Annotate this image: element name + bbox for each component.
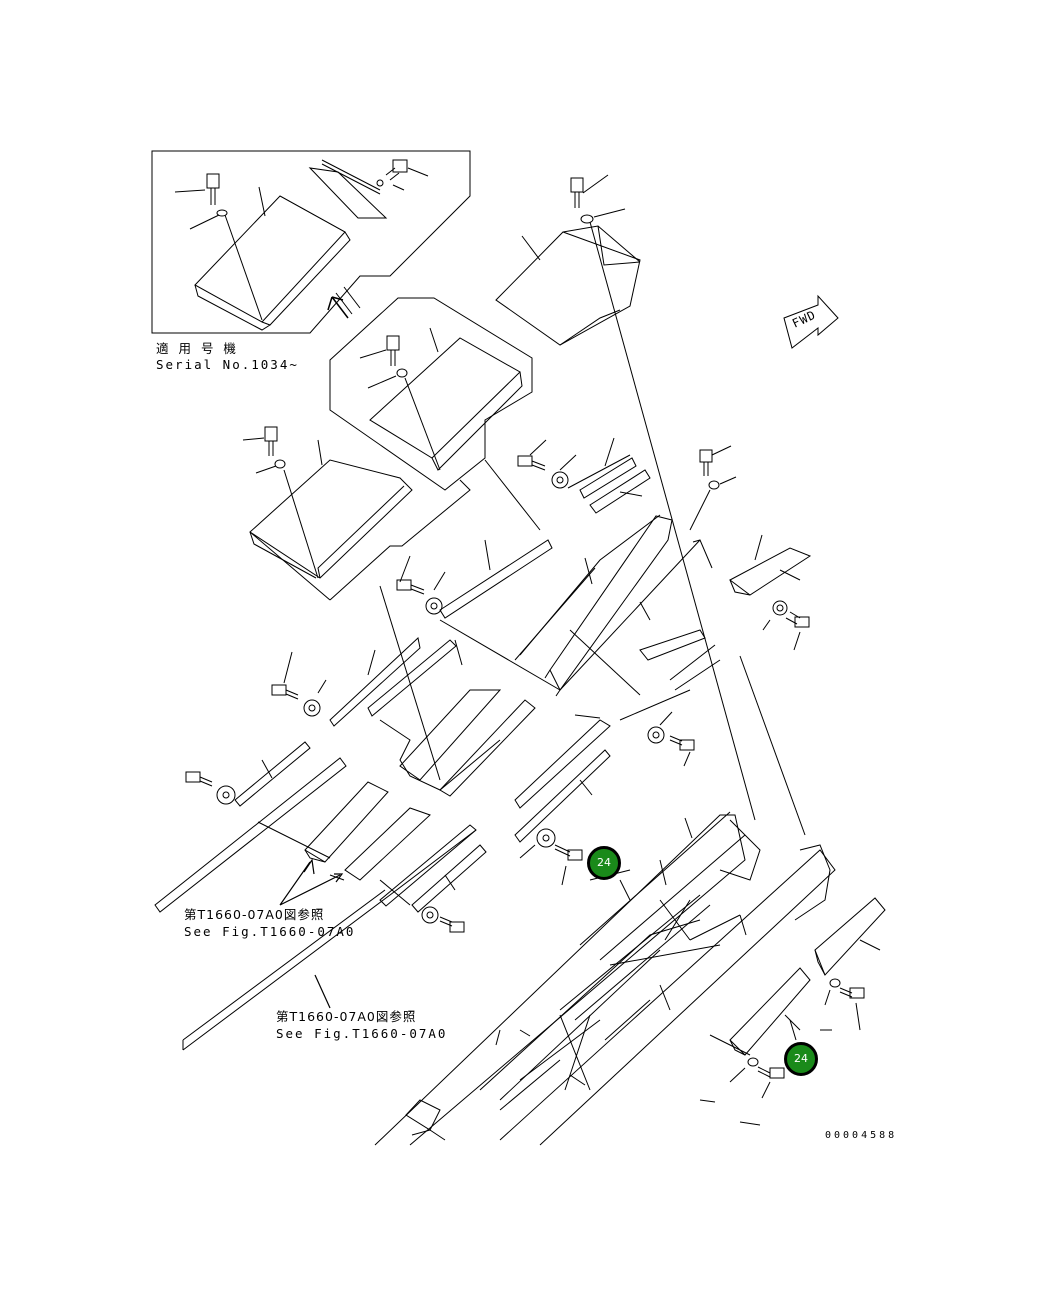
- upper-cover: [495, 174, 756, 821]
- left-rail-group: [271, 637, 536, 797]
- middle-cover: [329, 297, 533, 491]
- reference-label-en-2: See Fig.T1660-07A0: [276, 1026, 448, 1041]
- part-callout-24-lower[interactable]: 24: [784, 1042, 818, 1076]
- center-bolt-group: [519, 828, 583, 886]
- right-middle-parts: [514, 629, 721, 843]
- lower-left-strips: [154, 741, 487, 1051]
- upper-middle-brackets: [517, 437, 651, 514]
- right-brackets: [689, 445, 812, 836]
- stepped-outline: [329, 459, 541, 781]
- inset-frame: [151, 150, 471, 334]
- applicable-serial-jp-label: 適 用 号 機: [156, 341, 239, 356]
- reference-label-jp-2: 第T1660-07A0図参照: [276, 1009, 417, 1024]
- left-cover: [242, 426, 413, 601]
- inset-cover-panel: [174, 159, 429, 331]
- drawing-number: 00004588: [825, 1130, 898, 1141]
- reference-label-en-1: See Fig.T1660-07A0: [184, 924, 356, 939]
- main-frame: [374, 811, 836, 1146]
- part-callout-24-upper[interactable]: 24: [587, 846, 621, 880]
- reference-label-jp-1: 第T1660-07A0図参照: [184, 907, 325, 922]
- serial-number-label: Serial No.1034~: [156, 357, 299, 372]
- side-covers: [699, 897, 886, 1126]
- callout-leaders: [619, 879, 797, 1041]
- fwd-marker-outline: [783, 294, 839, 349]
- center-channel: [514, 514, 713, 697]
- middle-rails: [396, 539, 641, 696]
